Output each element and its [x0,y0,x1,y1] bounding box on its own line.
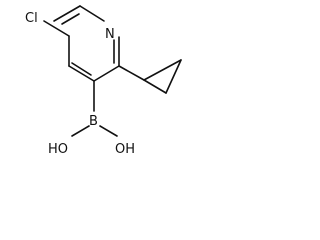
structure-diagram: Cl N B HO OH [25,5,182,157]
bond-c5-c6-double [61,13,80,25]
atom-boron: B [89,114,98,129]
bond-c3-c4-double [71,62,92,76]
bond-cyclopropyl-c [165,59,182,94]
atom-nitrogen: N [105,27,115,42]
bond-b-oh-right [99,125,118,137]
atom-hydroxyl-right: OH [115,142,135,157]
bond-c5-cl [43,20,70,37]
bond-cyclopropyl-a [143,79,167,94]
bond-c2-c3 [93,65,120,82]
bond-c3-c4 [68,65,95,82]
bond-c2-cyclopropyl [118,65,145,81]
bond-cyclopropyl-b [143,59,182,81]
bond-b-oh-left [71,125,90,137]
bond-c5-c6 [53,5,81,22]
atom-chlorine: Cl [25,11,38,26]
atom-hydroxyl-left: HO [48,142,68,157]
bond-c6-n1 [79,5,105,22]
